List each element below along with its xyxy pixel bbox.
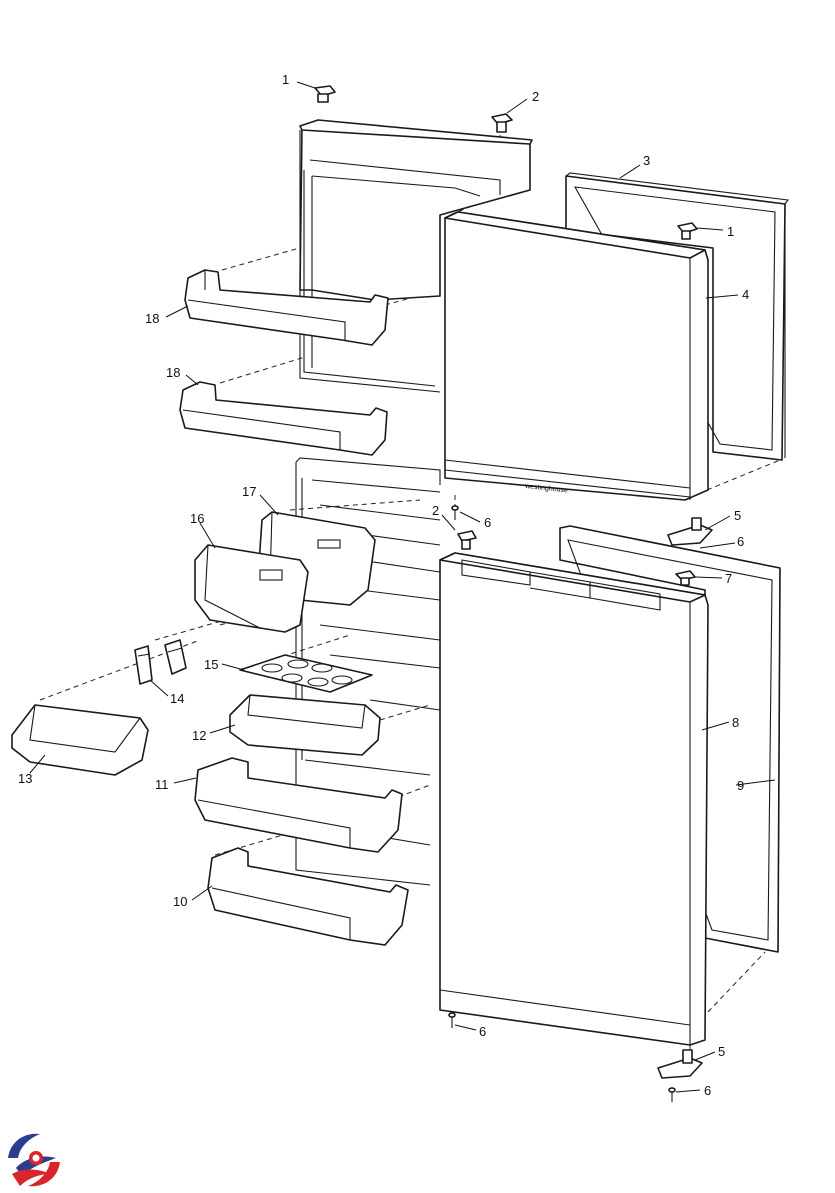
callout-bin-left: 16: [190, 511, 204, 526]
screw-bottom-left: [448, 1012, 456, 1028]
fresh-food-door: [439, 552, 709, 1046]
freezer-door-shelf-lower: [179, 381, 388, 456]
bottom-hinge: [657, 1049, 703, 1079]
callout-fresh-food-gasket: 9: [737, 778, 744, 793]
callout-labels: 1 2 3 1 4 18 18 17 16 2 6 5 6 7 15 14 12…: [18, 72, 749, 1098]
callout-dairy-tray: 12: [192, 728, 206, 743]
callout-centre-cap: 7: [725, 571, 732, 586]
callout-bin-right: 17: [242, 484, 256, 499]
callout-screw-bottom-left: 6: [479, 1024, 486, 1039]
egg-tray: [239, 654, 373, 693]
callout-hinge-pin-top: 2: [532, 89, 539, 104]
dairy-tray: [229, 694, 381, 756]
shelf-clips: [134, 639, 187, 685]
screw-centre: [451, 505, 459, 520]
freezer-door: westinghouse: [444, 211, 709, 501]
callout-freezer-gasket: 3: [643, 153, 650, 168]
crisper-tray: [11, 704, 149, 776]
door-cap-top: [314, 85, 336, 103]
callout-centre-washer: 6: [737, 534, 744, 549]
callout-bottle-shelf-lower: 10: [173, 894, 187, 909]
hinge-pin-centre: [457, 530, 477, 550]
callout-hinge-pin-centre: 2: [432, 503, 439, 518]
hinge-pin-top: [491, 113, 513, 133]
callout-freezer-door: 4: [742, 287, 749, 302]
freezer-cabinet-liner: [299, 119, 533, 393]
door-bin-left: [194, 544, 309, 633]
bottle-shelf-lower: [207, 847, 409, 946]
callout-fresh-food-door: 8: [732, 715, 739, 730]
callout-clips: 14: [170, 691, 184, 706]
centre-hinge: [667, 517, 713, 546]
callout-bottle-shelf: 11: [155, 777, 169, 792]
screw-bottom-right: [668, 1087, 676, 1102]
callout-egg-tray: 15: [204, 657, 218, 672]
brand-label: westinghouse: [524, 483, 568, 495]
callout-screw-centre: 6: [484, 515, 491, 530]
freezer-door-cap: [677, 222, 698, 240]
freezer-door-shelf-upper: [184, 269, 389, 346]
callout-freezer-shelf-lower: 18: [166, 365, 180, 380]
callout-screw-bottom-right: 6: [704, 1083, 711, 1098]
callout-centre-hinge: 5: [734, 508, 741, 523]
callout-freezer-shelf-upper: 18: [145, 311, 159, 326]
callout-door-cap-top: 1: [282, 72, 289, 87]
bottle-shelf: [194, 757, 403, 853]
callout-crisper-tray: 13: [18, 771, 32, 786]
leader-lines: [29, 81, 776, 1093]
callout-bottom-hinge: 5: [718, 1044, 725, 1059]
callout-freezer-door-cap: 1: [727, 224, 734, 239]
centre-cap: [675, 570, 696, 586]
brand-swirl-logo: [4, 1130, 64, 1190]
